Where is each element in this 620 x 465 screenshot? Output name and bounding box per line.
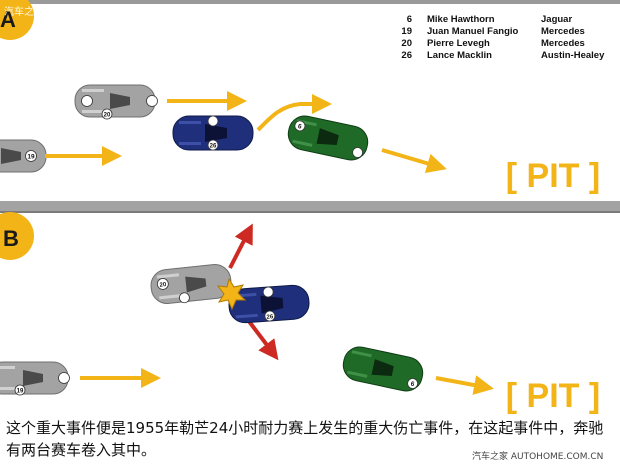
legend-team: Austin-Healey	[541, 50, 605, 61]
car-6-jaguar-a: 6	[287, 115, 369, 161]
legend-number: 19	[401, 26, 412, 37]
car-number-26-a: 26	[210, 144, 217, 150]
legend-driver: Lance Macklin	[427, 50, 492, 61]
pit-label-a: [ PIT ]	[506, 157, 600, 195]
car-number-19-b: 19	[17, 389, 24, 395]
legend-number: 6	[406, 14, 412, 25]
panel-b: B 20 26	[0, 212, 600, 415]
car-number-20-a: 20	[104, 113, 111, 119]
car-number-6-b: 6	[410, 381, 415, 389]
track-edge-top	[0, 0, 620, 4]
watermark: 汽车之家 AUTOHOME.COM.CN	[472, 452, 604, 462]
caption: 这个重大事件便是1955年勒芒24小时耐力赛上发生的重大伤亡事件，在这起事件中，…	[6, 419, 604, 459]
panel-label-b: B	[0, 212, 34, 260]
car-number-26-b: 26	[266, 314, 274, 320]
legend-driver: Juan Manuel Fangio	[427, 26, 519, 37]
car-number-19-a: 19	[27, 154, 35, 161]
car-20-levegh-b: 20	[150, 263, 232, 305]
legend-row: 19 Juan Manuel Fangio Mercedes	[392, 26, 604, 38]
legend: 6 Mike Hawthorn Jaguar 19 Juan Manuel Fa…	[392, 14, 604, 62]
legend-driver: Pierre Levegh	[427, 38, 490, 49]
arrow-macklin-spin	[246, 318, 279, 361]
car-19-fangio-a: 19	[0, 139, 47, 173]
legend-team: Mercedes	[541, 38, 585, 49]
car-20-levegh-a: 20	[74, 84, 158, 120]
pit-label-b: [ PIT ]	[506, 377, 600, 415]
panel-letter-b: B	[3, 226, 19, 251]
arrow-jaguar-a	[381, 148, 447, 174]
panel-label-a: A	[0, 0, 34, 40]
car-19-fangio-b: 19	[0, 361, 70, 396]
car-number-20-b: 20	[159, 282, 167, 289]
legend-row: 26 Lance Macklin Austin-Healey	[392, 50, 604, 62]
car-number-6-a: 6	[297, 123, 302, 131]
legend-team: Mercedes	[541, 26, 585, 37]
legend-driver: Mike Hawthorn	[427, 14, 495, 25]
legend-row: 6 Mike Hawthorn Jaguar	[392, 14, 604, 26]
arrow-jaguar-b	[435, 375, 494, 395]
legend-team: Jaguar	[541, 14, 573, 25]
car-26-macklin-a: 26	[172, 115, 254, 151]
panel-a: A 19 20	[0, 0, 600, 195]
legend-number: 26	[401, 50, 412, 61]
collision-burst-icon	[216, 277, 247, 311]
track-divider	[0, 201, 620, 211]
panel-letter-a: A	[0, 7, 16, 32]
car-6-jaguar-b: 6	[342, 346, 424, 392]
arrow-levegh-airborne	[228, 223, 253, 269]
arrow-macklin-a	[256, 94, 332, 132]
legend-row: 20 Pierre Levegh Mercedes	[392, 38, 604, 50]
watermark-top: 汽车之家	[4, 7, 44, 18]
legend-number: 20	[401, 38, 412, 49]
